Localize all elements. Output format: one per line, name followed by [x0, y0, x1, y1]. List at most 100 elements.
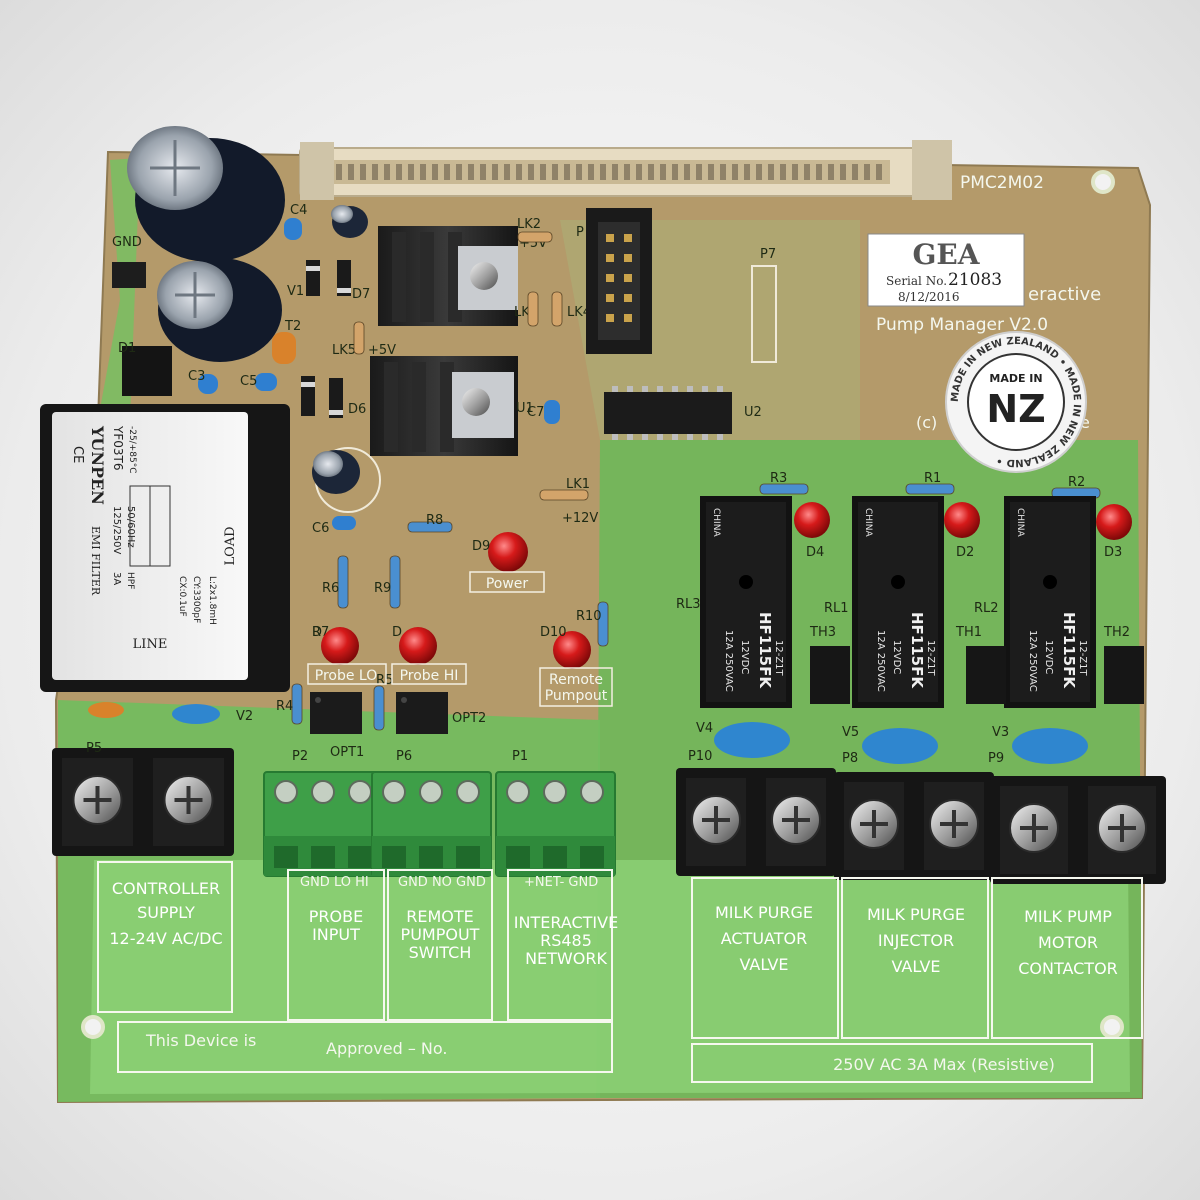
serial-date: 8/12/2016 — [898, 290, 960, 304]
ref-d1: D1 — [118, 341, 136, 356]
terminal-wire-entry[interactable] — [419, 846, 443, 868]
connector-pin — [456, 164, 462, 180]
connector-pin — [516, 164, 522, 180]
ic-pin — [612, 386, 618, 392]
led-d3 — [1096, 504, 1132, 540]
ic-pin — [702, 434, 708, 440]
connector-pin — [852, 164, 858, 180]
relay-coil: 12VDC — [891, 640, 902, 674]
terminal-screw[interactable] — [580, 780, 604, 804]
terminal-block-black — [676, 768, 836, 876]
connector-pin — [756, 164, 762, 180]
terminal-screw[interactable] — [274, 780, 298, 804]
header-pin — [624, 234, 632, 242]
ref-r8: R8 — [426, 513, 443, 528]
resistor — [337, 555, 349, 609]
connector-pin — [840, 164, 846, 180]
resistor — [407, 521, 453, 533]
connector-pin — [780, 164, 786, 180]
connector-pin — [480, 164, 486, 180]
ref-d3: D3 — [1104, 545, 1122, 560]
filter-inductor: L:2x1.8mH — [207, 576, 217, 625]
ic-pin — [612, 434, 618, 440]
connector-pin — [660, 164, 666, 180]
connector-pin — [444, 164, 450, 180]
terminal-screw[interactable] — [311, 780, 335, 804]
ref-r10: R10 — [576, 609, 602, 624]
varistor-v2 — [172, 704, 220, 724]
ic-pin — [642, 434, 648, 440]
terminal-screw[interactable] — [456, 780, 480, 804]
terminal-wire-entry[interactable] — [382, 846, 406, 868]
terminal-screw[interactable] — [382, 780, 406, 804]
header-pin — [606, 314, 614, 322]
section-milk-purge-injector: MILK PURGE INJECTOR VALVE — [867, 905, 965, 976]
terminal-wire-entry[interactable] — [311, 846, 335, 868]
relay-model: HF115FK — [1060, 612, 1078, 689]
ref-lk1: LK1 — [566, 477, 590, 492]
nz-badge-top: MADE IN — [989, 372, 1042, 385]
capacitor-small-1 — [331, 205, 368, 238]
connector-pin — [792, 164, 798, 180]
ref-p8: P8 — [842, 751, 858, 766]
relay-model: HF115FK — [756, 612, 774, 689]
ref-c5: C5 — [240, 374, 257, 389]
connector-pin — [816, 164, 822, 180]
terminal-wire-entry[interactable] — [456, 846, 480, 868]
ic-pin — [672, 434, 678, 440]
terminal-screw[interactable] — [348, 780, 372, 804]
terminal-screw[interactable] — [543, 780, 567, 804]
ic-pin — [657, 386, 663, 392]
motor-1: MILK PUMP — [1024, 907, 1112, 926]
probe-hi-label-box — [391, 663, 467, 685]
connector-pin — [432, 164, 438, 180]
part-number: PMC2M02 — [960, 173, 1044, 193]
motor-3: CONTACTOR — [1018, 959, 1118, 978]
terminal-wire-entry[interactable] — [543, 846, 567, 868]
ref-v4: V4 — [696, 721, 713, 736]
ref-rl1: RL1 — [824, 601, 849, 616]
pcb-terminal-zone — [90, 860, 1130, 1094]
ref-p7: P7 — [760, 247, 776, 262]
section-controller-supply: CONTROLLER SUPPLY 12-24V AC/DC — [109, 879, 222, 948]
terminal-screw[interactable] — [419, 780, 443, 804]
terminal-wire-entry[interactable] — [506, 846, 530, 868]
header-pin — [606, 234, 614, 242]
copyright: (c) — [916, 413, 937, 432]
filter-caps1: CX:0.1uF — [177, 576, 187, 617]
remote-pumpout-3: SWITCH — [409, 943, 472, 962]
terminal-wire-entry[interactable] — [348, 846, 372, 868]
serial-sticker: GEA Serial No. 21083 8/12/2016 — [867, 233, 1025, 307]
terminal-block-green — [371, 771, 492, 877]
led-probe-hi — [399, 627, 437, 665]
terminal-screw[interactable] — [506, 780, 530, 804]
connector-pin — [708, 164, 714, 180]
resistor — [353, 321, 365, 355]
plus12v: +12V — [562, 511, 598, 526]
section-interactive-network: INTERACTIVE RS485 NETWORK — [514, 913, 618, 968]
ref-c6: C6 — [312, 521, 329, 536]
connector-pin — [876, 164, 882, 180]
mounting-hole-top-right — [1091, 170, 1115, 194]
connector-pin — [672, 164, 678, 180]
resistor — [291, 683, 303, 725]
ref-th3: TH3 — [809, 625, 836, 640]
terminal-wire-entry[interactable] — [274, 846, 298, 868]
ref-u2: U2 — [744, 405, 762, 420]
optocoupler-opt1 — [310, 692, 362, 734]
ref-p1: P1 — [512, 749, 528, 764]
ref-d9: D9 — [472, 539, 490, 554]
ref-t2: T2 — [284, 319, 301, 334]
ref-p2: P2 — [292, 749, 308, 764]
gnd-label: GND — [112, 235, 142, 250]
diode-d6 — [329, 378, 343, 418]
section-milk-pump-motor: MILK PUMP MOTOR CONTACTOR — [1018, 907, 1118, 978]
ic-pin — [627, 386, 633, 392]
varistor-v3 — [1012, 728, 1088, 764]
connector-pin — [336, 164, 342, 180]
terminal-wire-entry[interactable] — [580, 846, 604, 868]
header-pin — [606, 254, 614, 262]
title-line1: eractive — [1028, 284, 1101, 305]
ceramic-cap-c6 — [332, 516, 356, 530]
